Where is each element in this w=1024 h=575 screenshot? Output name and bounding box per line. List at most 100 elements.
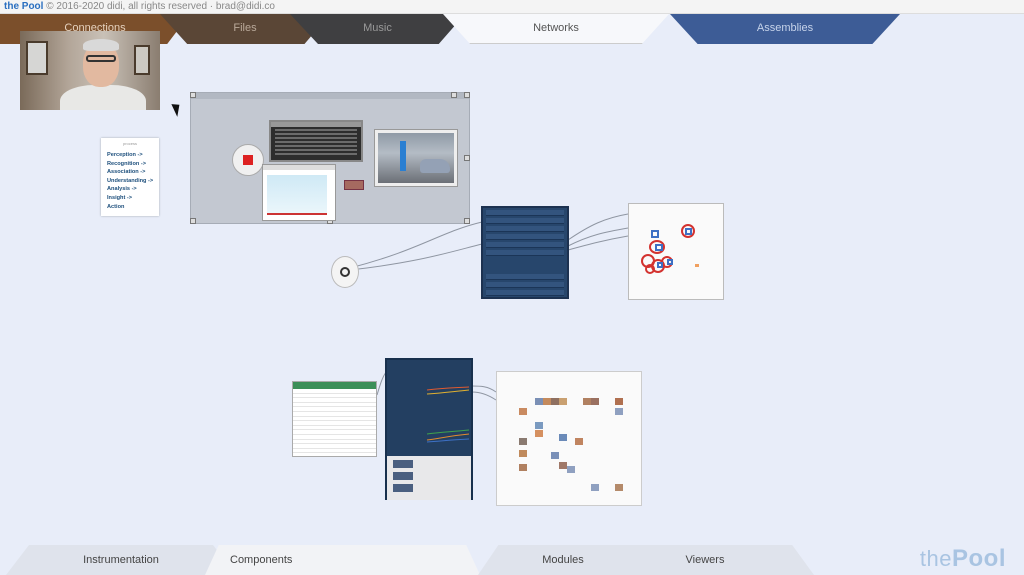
table-row[interactable]	[293, 403, 376, 408]
matrix-cell	[615, 484, 623, 491]
stage-recognition: Recognition ->	[107, 160, 147, 167]
table-row[interactable]	[293, 398, 376, 403]
console-log-node[interactable]	[269, 120, 363, 162]
table-row[interactable]	[293, 421, 376, 426]
title-bar: the Pool © 2016-2020 didi, all rights re…	[0, 0, 1024, 14]
table-row[interactable]	[293, 407, 376, 412]
sparkline-title-bar[interactable]	[263, 165, 335, 170]
matrix-cell	[559, 434, 567, 441]
resize-handle[interactable]	[464, 92, 470, 98]
matrix-cell	[551, 452, 559, 459]
gas-station-photo	[378, 133, 454, 183]
dial-gauge-node[interactable]	[232, 144, 264, 176]
tab-viewers[interactable]: Viewers	[596, 545, 814, 575]
watermark-name: Pool	[952, 545, 1006, 572]
table-row[interactable]	[293, 440, 376, 445]
tab-assemblies[interactable]: Assemblies	[670, 14, 900, 44]
table-row[interactable]	[293, 444, 376, 449]
sample-thumbnail[interactable]	[393, 484, 413, 492]
sample-thumbnail[interactable]	[393, 472, 413, 480]
table-row[interactable]	[293, 449, 376, 454]
resize-handle[interactable]	[190, 92, 196, 98]
table-row[interactable]	[293, 412, 376, 417]
table-row[interactable]	[293, 426, 376, 431]
resize-handle[interactable]	[190, 218, 196, 224]
sparkline-chart-node[interactable]	[262, 164, 336, 221]
layer-row[interactable]	[486, 218, 564, 224]
layer-row[interactable]	[486, 250, 564, 256]
stage-perception: Perception ->	[107, 152, 143, 158]
group-title-bar[interactable]	[191, 93, 469, 99]
copyright-text: © 2016-2020 didi, all rights reserved · …	[46, 1, 275, 12]
table-row[interactable]	[293, 389, 376, 394]
tab-instrumentation[interactable]: Instrumentation	[6, 545, 236, 575]
tab-networks[interactable]: Networks	[443, 14, 669, 44]
detection-ring	[681, 224, 695, 238]
stop-indicator-icon	[243, 155, 253, 165]
webcam-window	[26, 41, 48, 75]
layer-row[interactable]	[486, 226, 564, 232]
table-row[interactable]	[293, 417, 376, 422]
car-shape	[420, 159, 450, 173]
neural-network-node[interactable]	[481, 206, 569, 299]
process-stages-card[interactable]: process Perception -> Recognition -> Ass…	[101, 138, 159, 216]
detection-ring	[649, 240, 665, 254]
matrix-title-bar[interactable]	[497, 372, 641, 378]
tab-components[interactable]: Components	[205, 545, 480, 575]
resize-handle[interactable]	[451, 92, 457, 98]
layer-row[interactable]	[486, 290, 564, 296]
stage-insight: Insight ->	[107, 194, 133, 201]
tab-music[interactable]: Music	[290, 14, 465, 44]
wire	[567, 235, 629, 251]
layer-row[interactable]	[486, 210, 564, 216]
webcam-source-node[interactable]	[331, 256, 359, 288]
stage-understanding: Understanding ->	[107, 177, 154, 184]
wire	[471, 385, 497, 393]
plot-title-bar[interactable]	[629, 204, 723, 210]
resize-handle[interactable]	[464, 155, 470, 161]
matrix-cell	[519, 450, 527, 457]
table-row[interactable]	[293, 394, 376, 399]
relay-node[interactable]	[344, 180, 364, 190]
matrix-cell	[559, 462, 567, 469]
app-brand: the Pool	[4, 1, 44, 12]
layer-row[interactable]	[486, 242, 564, 248]
sparkline-area	[267, 175, 327, 215]
camera-icon	[340, 267, 350, 277]
wire	[349, 243, 483, 271]
fuel-pump-shape	[400, 141, 406, 171]
wire	[567, 227, 629, 247]
layer-row[interactable]	[486, 274, 564, 280]
console-line	[275, 141, 357, 143]
console-line	[275, 137, 357, 139]
webcam-person-glasses	[86, 55, 116, 62]
training-chart-node[interactable]	[385, 358, 473, 500]
card-header: process	[122, 141, 137, 146]
layer-row[interactable]	[486, 234, 564, 240]
sample-list[interactable]	[387, 456, 471, 500]
detection-marker	[695, 264, 699, 267]
console-line	[275, 133, 357, 135]
detection-plot-node[interactable]	[628, 203, 724, 300]
data-table-node[interactable]	[292, 381, 377, 457]
matrix-cell	[591, 398, 599, 405]
confusion-matrix-node[interactable]	[496, 371, 642, 506]
wire	[471, 391, 497, 401]
watermark-prefix: the	[919, 546, 952, 571]
webcam-person-hair	[83, 39, 119, 51]
matrix-cell	[583, 398, 591, 405]
resize-handle[interactable]	[464, 218, 470, 224]
wire	[567, 213, 629, 241]
training-curves	[426, 386, 470, 443]
table-row[interactable]	[293, 430, 376, 435]
table-title-bar[interactable]	[293, 382, 376, 389]
table-row[interactable]	[293, 435, 376, 440]
layer-row[interactable]	[486, 282, 564, 288]
image-viewer-node[interactable]	[374, 129, 458, 187]
matrix-cell	[591, 484, 599, 491]
matrix-cell	[543, 398, 551, 405]
matrix-cell	[519, 408, 527, 415]
sample-thumbnail[interactable]	[393, 460, 413, 468]
console-title-bar[interactable]	[271, 122, 361, 127]
matrix-cell	[615, 398, 623, 405]
